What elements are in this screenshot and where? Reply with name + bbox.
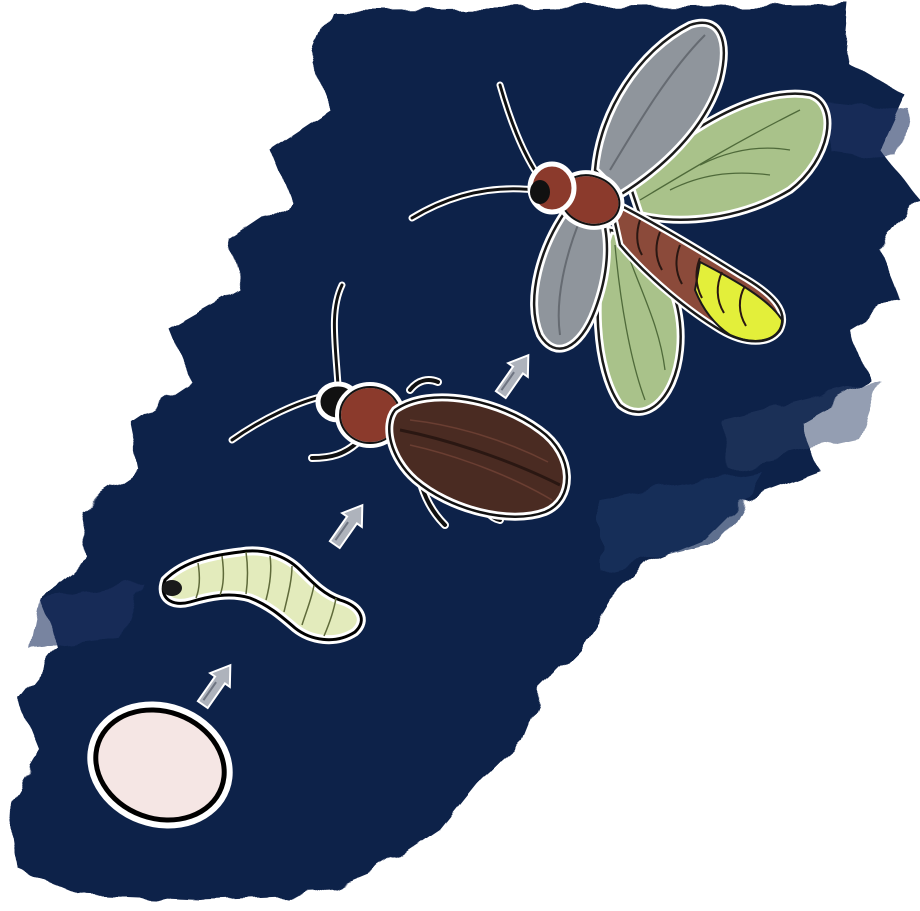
diagram-canvas [0, 0, 920, 911]
firefly-life-cycle-diagram [0, 0, 920, 911]
